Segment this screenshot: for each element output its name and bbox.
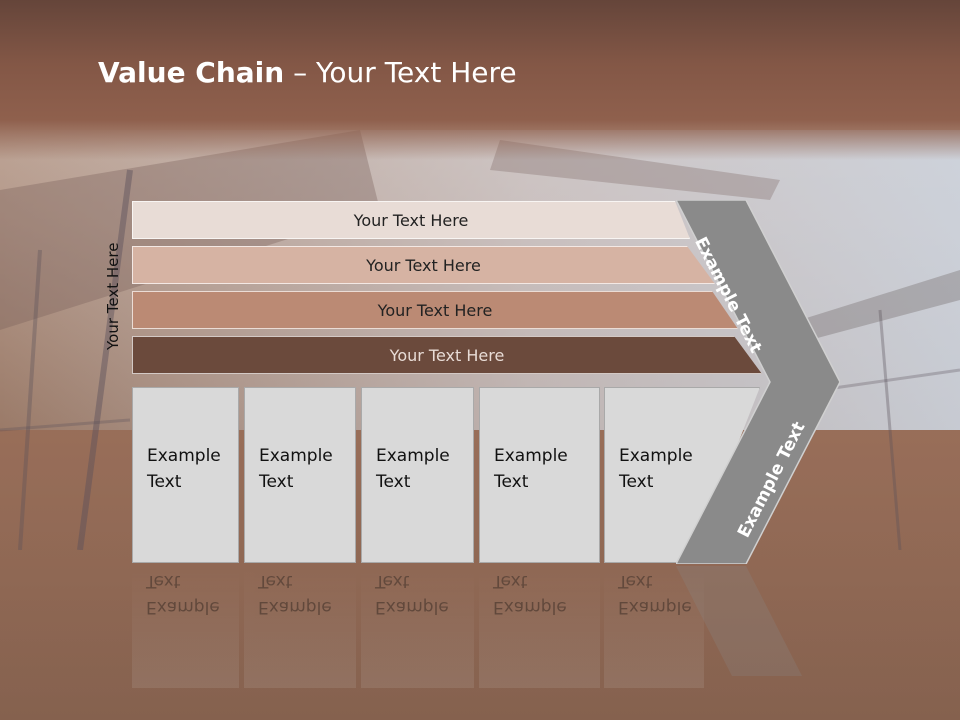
value-chevron: [676, 200, 840, 564]
chevron-reflection: [676, 566, 802, 676]
box-line2: Text: [147, 472, 182, 492]
value-bar-4: Your Text Here: [132, 336, 762, 374]
title-bold: Value Chain: [98, 56, 285, 89]
activity-box-3: Example Text: [361, 387, 474, 563]
header-band: [0, 0, 960, 160]
value-bar-1: Your Text Here: [132, 201, 690, 239]
box-line2: Text: [259, 472, 294, 492]
activity-box-1: Example Text: [132, 387, 239, 563]
box-line1: Example: [147, 446, 221, 466]
activity-box-2: Example Text: [244, 387, 356, 563]
box-line2: Text: [494, 472, 529, 492]
box-line1: Example: [259, 446, 333, 466]
box-line2: Text: [619, 472, 654, 492]
value-bar-3: Your Text Here: [132, 291, 738, 329]
value-bar-2: Your Text Here: [132, 246, 715, 284]
box-line1: Example: [494, 446, 568, 466]
box-line1: Example: [619, 446, 693, 466]
slide-title: Value Chain – Your Text Here: [98, 56, 517, 89]
box-line1: Example: [376, 446, 450, 466]
title-rest: – Your Text Here: [284, 56, 517, 89]
side-label: Your Text Here: [104, 242, 122, 350]
box-line2: Text: [376, 472, 411, 492]
activity-box-4: Example Text: [479, 387, 600, 563]
